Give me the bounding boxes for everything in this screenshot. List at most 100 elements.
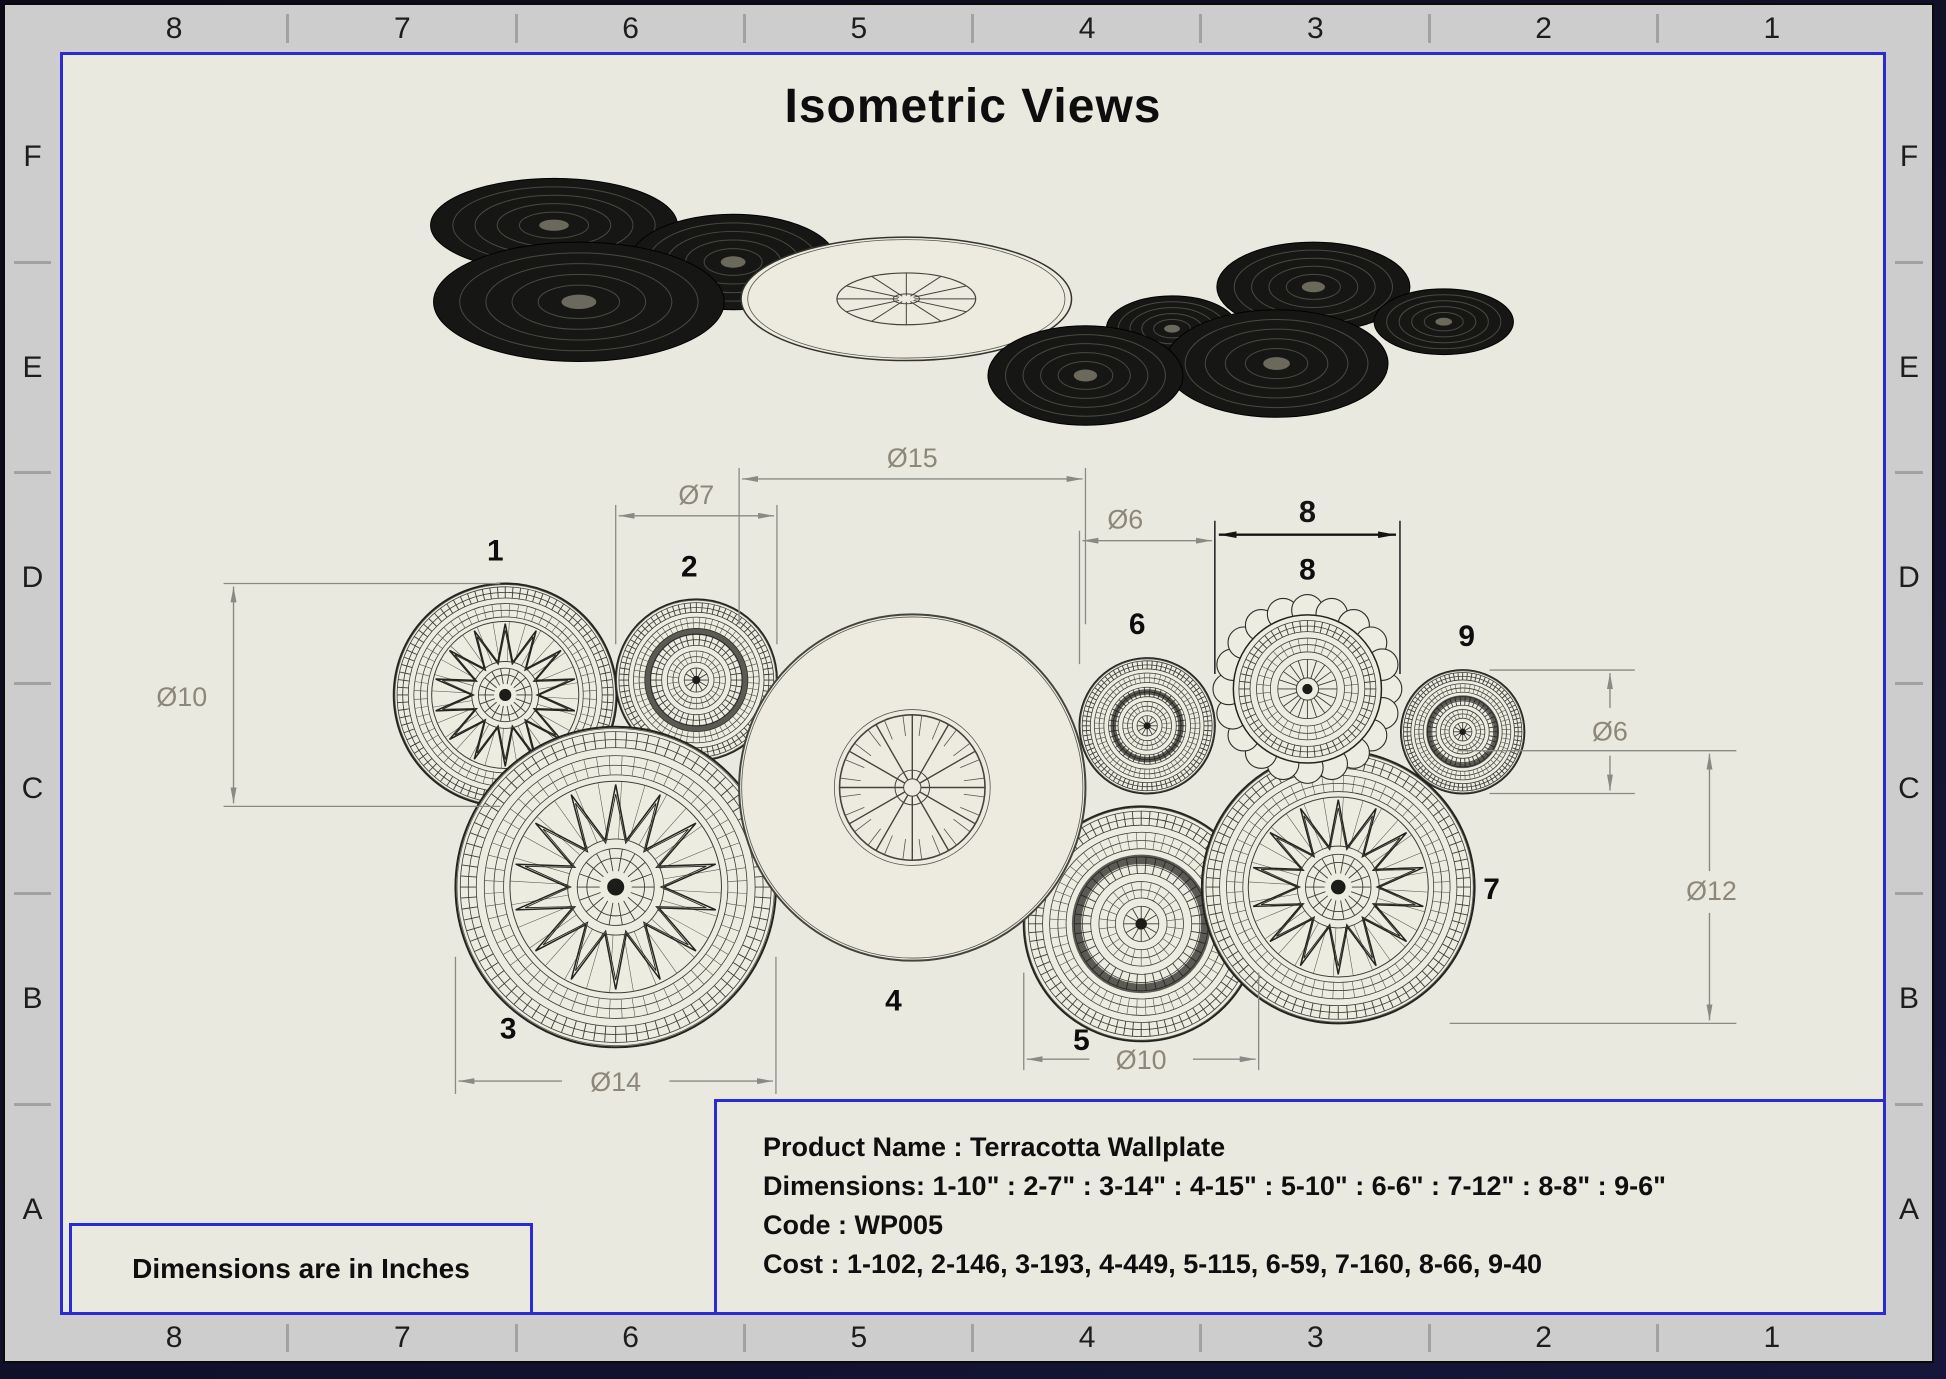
iso-plate-6[interactable] bbox=[1373, 288, 1514, 356]
dim-d10-left[interactable]: Ø10 bbox=[156, 582, 501, 808]
drawing-canvas: Ø10 Ø7 Ø15 Ø6 bbox=[156, 177, 1737, 1097]
dim-extension-lines bbox=[223, 582, 501, 808]
ruler-label: E bbox=[1898, 350, 1919, 384]
ruler-left: F E D C B A bbox=[5, 52, 60, 1315]
ruler-label: C bbox=[21, 771, 44, 805]
dim-label-d6-right: Ø6 bbox=[1592, 717, 1628, 747]
iso-plate-8[interactable] bbox=[1164, 309, 1389, 418]
part-label-9: 9 bbox=[1458, 620, 1475, 653]
plate-7[interactable] bbox=[1200, 749, 1476, 1025]
part-label-7: 7 bbox=[1483, 873, 1500, 906]
part-number-labels: 1 2 3 4 5 6 7 8 9 bbox=[487, 535, 1500, 1058]
ruler-top-col-4: 4 bbox=[970, 5, 1201, 52]
ruler-label: 3 bbox=[1307, 1321, 1324, 1354]
ruler-label: 5 bbox=[850, 11, 868, 45]
ruler-bottom-col-1: 1 bbox=[1655, 1315, 1886, 1361]
ruler-label: 8 bbox=[165, 11, 183, 45]
part-label-5: 5 bbox=[1073, 1024, 1090, 1057]
part-label-1: 1 bbox=[487, 535, 504, 568]
dim-d12[interactable]: Ø12 bbox=[1449, 750, 1737, 1025]
dim-extension-lines bbox=[1214, 520, 1401, 675]
plate-3[interactable] bbox=[454, 725, 777, 1049]
ruler-top-col-2: 2 bbox=[1427, 5, 1658, 52]
ruler-top-col-7: 7 bbox=[286, 5, 516, 52]
ruler-bottom: 8 7 6 5 4 3 2 1 bbox=[60, 1315, 1886, 1361]
dim-label-d7: Ø7 bbox=[678, 480, 714, 510]
dim-label-d8: 8 bbox=[1299, 494, 1316, 529]
dim-d8[interactable]: 8 bbox=[1214, 494, 1401, 675]
ruler-label: 3 bbox=[1307, 11, 1324, 45]
ruler-top-col-5: 5 bbox=[742, 5, 973, 52]
ruler-bottom-col-3: 3 bbox=[1199, 1315, 1429, 1361]
isometric-view-cluster[interactable] bbox=[430, 177, 1514, 426]
ruler-label: 6 bbox=[622, 1321, 639, 1354]
part-label-4: 4 bbox=[885, 984, 902, 1017]
ruler-right-row-D: D bbox=[1886, 471, 1932, 684]
plate-6[interactable] bbox=[1078, 657, 1216, 795]
ruler-left-row-C: C bbox=[5, 681, 60, 895]
dim-d14[interactable]: Ø14 bbox=[454, 956, 777, 1097]
ruler-bottom-col-8: 8 bbox=[60, 1315, 288, 1361]
ruler-right-row-C: C bbox=[1886, 681, 1932, 895]
dim-d7[interactable]: Ø7 bbox=[615, 480, 778, 645]
title-block-cost-line: Cost : 1-102, 2-146, 3-193, 4-449, 5-115… bbox=[763, 1249, 1542, 1279]
ruler-label: 5 bbox=[850, 1321, 868, 1354]
ruler-top-col-8: 8 bbox=[60, 5, 288, 52]
part-label-3: 3 bbox=[500, 1012, 517, 1045]
title-block[interactable]: Product Name : Terracotta Wallplate Dime… bbox=[714, 1099, 1886, 1315]
ruler-label: F bbox=[23, 140, 42, 174]
dimension-annotations[interactable]: Ø10 Ø7 Ø15 Ø6 bbox=[156, 443, 1736, 1097]
ruler-label: 2 bbox=[1535, 11, 1552, 45]
ruler-top-col-3: 3 bbox=[1199, 5, 1429, 52]
iso-plate-3[interactable] bbox=[433, 241, 725, 363]
dim-d10-bottom[interactable]: Ø10 bbox=[1023, 972, 1260, 1076]
units-note-box[interactable]: Dimensions are in Inches bbox=[69, 1223, 533, 1315]
dim-extension-lines bbox=[1449, 750, 1737, 1025]
ruler-right-row-A: A bbox=[1886, 1102, 1932, 1316]
ruler-label: 4 bbox=[1078, 1321, 1096, 1354]
plate-4[interactable] bbox=[738, 613, 1087, 962]
dim-extension-lines bbox=[1489, 669, 1635, 795]
dim-extension-lines bbox=[615, 504, 778, 645]
ruler-top-col-6: 6 bbox=[514, 5, 745, 52]
ruler-top: 8 7 6 5 4 3 2 1 bbox=[60, 5, 1886, 52]
dim-extension-lines bbox=[1078, 530, 1216, 665]
dim-extension-lines bbox=[738, 468, 1087, 625]
ruler-label: 6 bbox=[622, 11, 639, 45]
iso-plate-4[interactable] bbox=[740, 236, 1073, 362]
ruler-label: 2 bbox=[1535, 1321, 1552, 1354]
ruler-label: E bbox=[22, 350, 43, 384]
iso-plate-5[interactable] bbox=[1216, 241, 1411, 333]
ruler-left-row-D: D bbox=[5, 471, 60, 684]
ruler-right-row-F: F bbox=[1886, 52, 1932, 263]
ruler-label: C bbox=[1898, 771, 1920, 805]
ruler-left-row-F: F bbox=[5, 52, 60, 263]
drawing-sheet: Ø10 Ø7 Ø15 Ø6 bbox=[60, 52, 1886, 1315]
dim-d15[interactable]: Ø15 bbox=[738, 443, 1087, 625]
front-view-plates[interactable] bbox=[392, 582, 1526, 1049]
title-block-dimensions-line: Dimensions: 1-10" : 2-7" : 3-14" : 4-15"… bbox=[763, 1171, 1666, 1201]
dim-label-d14: Ø14 bbox=[590, 1067, 641, 1097]
plate-5[interactable] bbox=[1022, 805, 1260, 1043]
ruler-label: D bbox=[1898, 561, 1920, 595]
iso-plate-9[interactable] bbox=[987, 325, 1184, 426]
ruler-label: A bbox=[1898, 1192, 1919, 1226]
dim-d6-top[interactable]: Ø6 bbox=[1078, 505, 1216, 665]
dim-d6-right[interactable]: Ø6 bbox=[1489, 669, 1635, 795]
ruler-label: 4 bbox=[1078, 11, 1096, 45]
ruler-label: 7 bbox=[394, 1321, 411, 1354]
part-label-2: 2 bbox=[681, 551, 698, 584]
dim-label-d10-left: Ø10 bbox=[156, 682, 207, 712]
ruler-bottom-col-2: 2 bbox=[1427, 1315, 1658, 1361]
plate-8[interactable] bbox=[1212, 594, 1403, 784]
plate-2[interactable] bbox=[614, 598, 778, 762]
units-note-text: Dimensions are in Inches bbox=[132, 1253, 470, 1284]
ruler-right-row-E: E bbox=[1886, 260, 1932, 474]
ruler-left-row-E: E bbox=[5, 260, 60, 474]
ruler-label: D bbox=[21, 561, 44, 595]
ruler-label: F bbox=[1899, 140, 1919, 174]
drawing-frame: 8 7 6 5 4 3 2 1 8 7 6 5 4 3 2 1 F E D C … bbox=[3, 3, 1934, 1363]
ruler-bottom-col-4: 4 bbox=[970, 1315, 1201, 1361]
part-label-6: 6 bbox=[1129, 608, 1146, 641]
plate-9[interactable] bbox=[1399, 669, 1526, 795]
